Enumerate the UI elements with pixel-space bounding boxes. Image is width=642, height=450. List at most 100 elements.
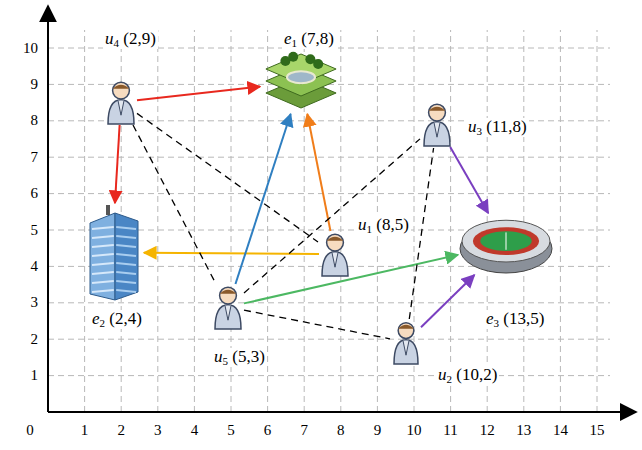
label-index: 3 <box>477 125 483 137</box>
node-label: u4 (2,9) <box>103 30 158 49</box>
label-index: 4 <box>114 37 120 49</box>
label-index: 1 <box>292 37 298 49</box>
grid-line <box>267 30 268 412</box>
label-index: 3 <box>494 317 500 329</box>
person-icon <box>322 234 348 276</box>
person-picture <box>213 285 243 329</box>
y-tick-label: 6 <box>31 186 39 201</box>
y-tick-label: 5 <box>31 223 39 238</box>
social-link <box>133 125 215 283</box>
label-coords: (10,2) <box>452 365 497 384</box>
y-tick-label: 10 <box>23 41 38 56</box>
stadium-icon <box>460 220 552 273</box>
y-tick-label: 3 <box>31 295 39 310</box>
x-tick-label: 12 <box>480 423 495 438</box>
user-node: u4 (2,9) <box>106 80 136 124</box>
grid-line <box>560 30 561 412</box>
y-tick-label: 7 <box>31 150 39 165</box>
x-axis <box>48 411 636 413</box>
y-tick-label: 2 <box>31 332 39 347</box>
origin-label: 0 <box>26 423 34 438</box>
y-tick-label: 8 <box>31 113 39 128</box>
y-axis <box>47 6 49 412</box>
label-letter: u <box>468 117 477 136</box>
label-coords: (2,9) <box>119 29 156 48</box>
label-coords: (7,8) <box>297 29 334 48</box>
user-node: u2 (10,2) <box>392 320 420 364</box>
grid-line <box>48 339 610 340</box>
user-node: u5 (5,3) <box>213 285 243 329</box>
x-tick-label: 8 <box>337 423 345 438</box>
label-letter: u <box>438 365 447 384</box>
label-coords: (8,5) <box>372 215 409 234</box>
x-tick-label: 13 <box>516 423 531 438</box>
person-icon <box>394 323 418 364</box>
y-tick-label: 1 <box>31 368 39 383</box>
x-tick-label: 7 <box>300 423 308 438</box>
offload-arrow <box>450 147 488 213</box>
y-tick-label: 9 <box>31 77 39 92</box>
offload-arrow <box>137 87 260 101</box>
x-tick-label: 1 <box>81 423 89 438</box>
label-index: 5 <box>223 355 229 367</box>
grid-line <box>487 30 488 412</box>
grid-line <box>340 30 341 412</box>
person-picture <box>392 320 420 364</box>
offload-arrow <box>307 114 330 231</box>
grid-line <box>523 30 524 412</box>
person-picture <box>106 80 136 124</box>
offload-arrow <box>115 125 120 203</box>
grid-line <box>157 30 158 412</box>
node-label: u2 (10,2) <box>436 366 499 385</box>
grid-line <box>84 30 85 412</box>
park-picture <box>262 52 340 112</box>
x-tick-label: 2 <box>117 423 125 438</box>
y-tick-label: 4 <box>31 259 39 274</box>
label-letter: e <box>486 309 494 328</box>
node-label: e3 (13,5) <box>484 310 546 329</box>
x-tick-label: 5 <box>227 423 235 438</box>
person-picture <box>422 102 452 146</box>
social-link <box>244 310 390 339</box>
node-label: e1 (7,8) <box>282 30 336 49</box>
grid-line <box>48 375 610 376</box>
offload-arrow <box>244 255 458 303</box>
label-index: 1 <box>367 223 373 235</box>
grid-line <box>597 30 598 412</box>
user-node: u1 (8,5) <box>320 232 350 276</box>
edge-server-node: e3 (13,5) <box>460 215 552 273</box>
x-tick-label: 11 <box>443 423 457 438</box>
label-letter: e <box>284 29 292 48</box>
label-letter: u <box>358 215 367 234</box>
label-coords: (2,4) <box>105 309 142 328</box>
grid-line <box>48 302 610 303</box>
node-label: u3 (11,8) <box>466 118 529 137</box>
social-link <box>409 148 433 319</box>
grid-line <box>48 193 610 194</box>
building-icon <box>90 205 138 300</box>
grid-line <box>194 30 195 412</box>
person-picture <box>320 232 350 276</box>
label-letter: u <box>105 29 114 48</box>
person-icon <box>215 287 241 329</box>
label-index: 2 <box>447 373 453 385</box>
person-icon <box>424 104 450 146</box>
x-tick-label: 6 <box>264 423 272 438</box>
x-tick-label: 14 <box>553 423 568 438</box>
label-index: 2 <box>100 317 106 329</box>
label-letter: u <box>214 347 223 366</box>
x-tick-label: 4 <box>191 423 199 438</box>
label-coords: (5,3) <box>228 347 265 366</box>
edge-server-node: e2 (2,4) <box>82 205 142 300</box>
social-link <box>137 113 318 242</box>
x-tick-label: 3 <box>154 423 162 438</box>
person-icon <box>108 82 134 124</box>
label-coords: (13,5) <box>499 309 544 328</box>
node-label: u5 (5,3) <box>212 348 267 367</box>
node-label: u1 (8,5) <box>356 216 411 235</box>
offload-arrow <box>421 275 474 327</box>
x-tick-label: 9 <box>374 423 382 438</box>
user-node: u3 (11,8) <box>422 102 452 146</box>
edge-server-node: e1 (7,8) <box>262 52 340 112</box>
x-tick-label: 10 <box>407 423 422 438</box>
